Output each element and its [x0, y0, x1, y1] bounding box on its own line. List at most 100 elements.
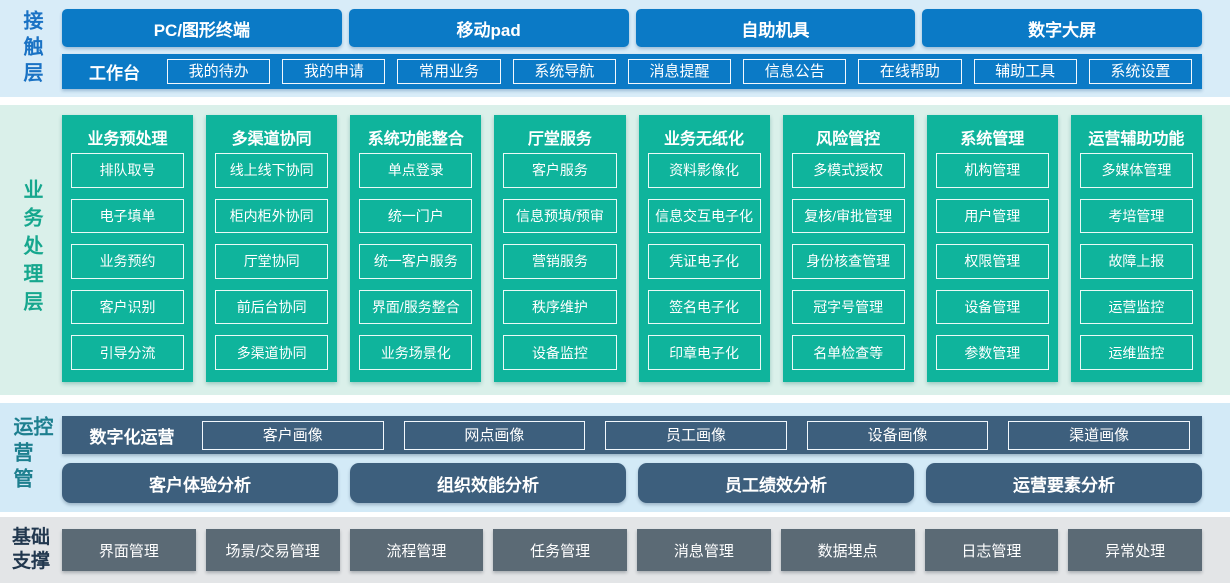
workbench-item-button[interactable]: 我的申请 — [282, 59, 386, 84]
business-layer-band: 业务处理层 业务预处理 排队取号 电子填单 业务预约 客户 — [0, 105, 1230, 395]
business-column-title: 系统功能整合 — [367, 130, 464, 148]
workbench-item-button[interactable]: 辅助工具 — [973, 59, 1077, 84]
business-item-button[interactable]: 信息预填/预审 — [503, 198, 617, 234]
business-item-button[interactable]: 前后台协同 — [215, 289, 329, 325]
business-column-title: 业务无纸化 — [664, 130, 745, 148]
base-support-button[interactable]: 界面管理 — [62, 529, 196, 571]
contact-layer-band: 接触层 PC/图形终端 移动pad 自助机具 数字大屏 工作台 我的待 — [0, 0, 1230, 97]
operations-content: 数字化运营 客户画像 网点画像 员工画像 设备画像 渠道画像 — [62, 416, 1202, 503]
business-item-button[interactable]: 柜内柜外协同 — [215, 198, 329, 234]
business-item-button[interactable]: 线上线下协同 — [215, 153, 329, 188]
business-column-title: 厅堂服务 — [527, 130, 592, 148]
workbench-bar: 工作台 我的待办 我的申请 常用业务 系统导航 消息提醒 信息公告 — [62, 54, 1202, 89]
business-item-button[interactable]: 厅堂协同 — [215, 244, 329, 279]
workbench-item-button[interactable]: 消息提醒 — [627, 59, 732, 84]
analysis-button[interactable]: 员工绩效分析 — [638, 463, 914, 503]
business-item-button[interactable]: 冠字号管理 — [791, 289, 905, 325]
business-item-button[interactable]: 权限管理 — [935, 244, 1049, 279]
digital-operations-label: 数字化运营 — [89, 427, 175, 447]
portrait-button[interactable]: 渠道画像 — [1008, 420, 1190, 450]
business-column: 系统管理 机构管理 用户管理 权限管理 设备管理 参数管理 — [926, 115, 1058, 382]
portrait-button[interactable]: 设备画像 — [806, 420, 989, 450]
business-item-button[interactable]: 界面/服务整合 — [359, 289, 473, 325]
workbench-item-button[interactable]: 系统导航 — [512, 59, 616, 84]
business-item-button[interactable]: 业务场景化 — [359, 335, 473, 370]
business-item-button[interactable]: 单点登录 — [359, 153, 473, 188]
business-item-button[interactable]: 排队取号 — [71, 153, 185, 188]
portrait-button[interactable]: 客户画像 — [202, 420, 384, 450]
business-item-button[interactable]: 考培管理 — [1079, 198, 1193, 234]
business-column-title: 运营辅助功能 — [1088, 130, 1185, 148]
business-item-button[interactable]: 多模式授权 — [791, 153, 905, 188]
business-item-button[interactable]: 设备管理 — [935, 289, 1049, 325]
business-item-button[interactable]: 凭证电子化 — [647, 244, 761, 279]
business-item-button[interactable]: 多媒体管理 — [1079, 153, 1193, 188]
base-support-button[interactable]: 任务管理 — [493, 529, 627, 571]
base-support-button[interactable]: 异常处理 — [1068, 529, 1202, 571]
business-item-button[interactable]: 运维监控 — [1079, 335, 1193, 370]
workbench-item-button[interactable]: 在线帮助 — [858, 59, 962, 84]
workbench-item-button[interactable]: 信息公告 — [743, 59, 847, 84]
business-column-title: 多渠道协同 — [231, 130, 312, 148]
portrait-items: 客户画像 网点画像 员工画像 设备画像 渠道画像 — [202, 420, 1190, 450]
business-item-button[interactable]: 名单检查等 — [791, 335, 905, 370]
business-item-button[interactable]: 故障上报 — [1079, 244, 1193, 279]
business-item-button[interactable]: 身份核查管理 — [791, 244, 905, 279]
business-item-button[interactable]: 引导分流 — [71, 335, 185, 370]
business-layer-label: 业务处理层 — [20, 178, 42, 319]
business-item-button[interactable]: 客户服务 — [503, 153, 617, 188]
analysis-row: 客户体验分析 组织效能分析 员工绩效分析 运营要素分析 — [62, 463, 1202, 503]
analysis-button[interactable]: 组织效能分析 — [350, 463, 626, 503]
workbench-item-button[interactable]: 系统设置 — [1088, 59, 1192, 84]
business-column: 业务无纸化 资料影像化 信息交互电子化 凭证电子化 签名电子化 印章电子化 — [638, 115, 770, 382]
terminal-button[interactable]: 移动pad — [348, 9, 629, 47]
terminal-button[interactable]: 自助机具 — [635, 9, 916, 47]
business-item-button[interactable]: 设备监控 — [503, 335, 617, 370]
analysis-button[interactable]: 客户体验分析 — [62, 463, 338, 503]
business-item-button[interactable]: 统一门户 — [359, 198, 473, 234]
base-support-button[interactable]: 场景/交易管理 — [205, 529, 340, 571]
workbench-label: 工作台 — [89, 64, 140, 83]
base-support-items: 界面管理 场景/交易管理 流程管理 任务管理 消息管理 数据埋点 日志管理 异常… — [62, 529, 1202, 571]
terminal-button[interactable]: 数字大屏 — [922, 9, 1202, 47]
workbench-item-button[interactable]: 常用业务 — [397, 59, 501, 84]
business-item-button[interactable]: 运营监控 — [1079, 289, 1193, 325]
business-item-button[interactable]: 信息交互电子化 — [647, 198, 761, 234]
business-column-items: 线上线下协同 柜内柜外协同 厅堂协同 前后台协同 多渠道协同 — [215, 153, 329, 370]
base-support-button[interactable]: 日志管理 — [924, 529, 1059, 571]
business-item-button[interactable]: 多渠道协同 — [215, 335, 329, 370]
workbench-items: 我的待办 我的申请 常用业务 系统导航 消息提醒 信息公告 在线帮助 辅助工具 — [167, 59, 1192, 84]
business-column: 多渠道协同 线上线下协同 柜内柜外协同 厅堂协同 前后台协同 多渠道协同 — [206, 115, 338, 382]
business-item-button[interactable]: 秩序维护 — [503, 289, 617, 325]
base-support-button[interactable]: 流程管理 — [349, 529, 484, 571]
business-column: 风险管控 多模式授权 复核/审批管理 身份核查管理 冠字号管理 名单检查等 — [782, 115, 914, 382]
business-item-button[interactable]: 签名电子化 — [647, 289, 761, 325]
workbench-item-button[interactable]: 我的待办 — [167, 59, 271, 84]
business-item-button[interactable]: 机构管理 — [935, 153, 1049, 188]
terminal-button[interactable]: PC/图形终端 — [62, 9, 342, 47]
business-item-button[interactable]: 电子填单 — [71, 198, 185, 234]
business-item-button[interactable]: 资料影像化 — [647, 153, 761, 188]
contact-layer-content: PC/图形终端 移动pad 自助机具 数字大屏 工作台 我的待办 我的申请 — [62, 9, 1202, 89]
business-item-button[interactable]: 统一客户服务 — [359, 244, 473, 279]
base-support-gutter: 基础支撑 — [0, 527, 62, 572]
base-support-button[interactable]: 数据埋点 — [780, 529, 915, 571]
portrait-button[interactable]: 员工画像 — [605, 420, 787, 450]
business-column-items: 多模式授权 复核/审批管理 身份核查管理 冠字号管理 名单检查等 — [791, 153, 905, 370]
business-item-button[interactable]: 复核/审批管理 — [791, 198, 905, 234]
business-column-title: 风险管控 — [816, 130, 881, 148]
analysis-button[interactable]: 运营要素分析 — [926, 463, 1202, 503]
business-item-button[interactable]: 印章电子化 — [647, 335, 761, 370]
business-item-button[interactable]: 客户识别 — [71, 289, 185, 325]
business-column-items: 单点登录 统一门户 统一客户服务 界面/服务整合 业务场景化 — [359, 153, 473, 370]
business-column-items: 资料影像化 信息交互电子化 凭证电子化 签名电子化 印章电子化 — [647, 153, 761, 370]
business-item-button[interactable]: 参数管理 — [935, 335, 1049, 370]
business-item-button[interactable]: 业务预约 — [71, 244, 185, 279]
operations-gutter: 运营管控 — [0, 416, 62, 503]
business-item-button[interactable]: 营销服务 — [503, 244, 617, 279]
business-column-items: 排队取号 电子填单 业务预约 客户识别 引导分流 — [71, 153, 185, 370]
portrait-button[interactable]: 网点画像 — [403, 420, 586, 450]
base-support-button[interactable]: 消息管理 — [637, 529, 771, 571]
business-item-button[interactable]: 用户管理 — [935, 198, 1049, 234]
